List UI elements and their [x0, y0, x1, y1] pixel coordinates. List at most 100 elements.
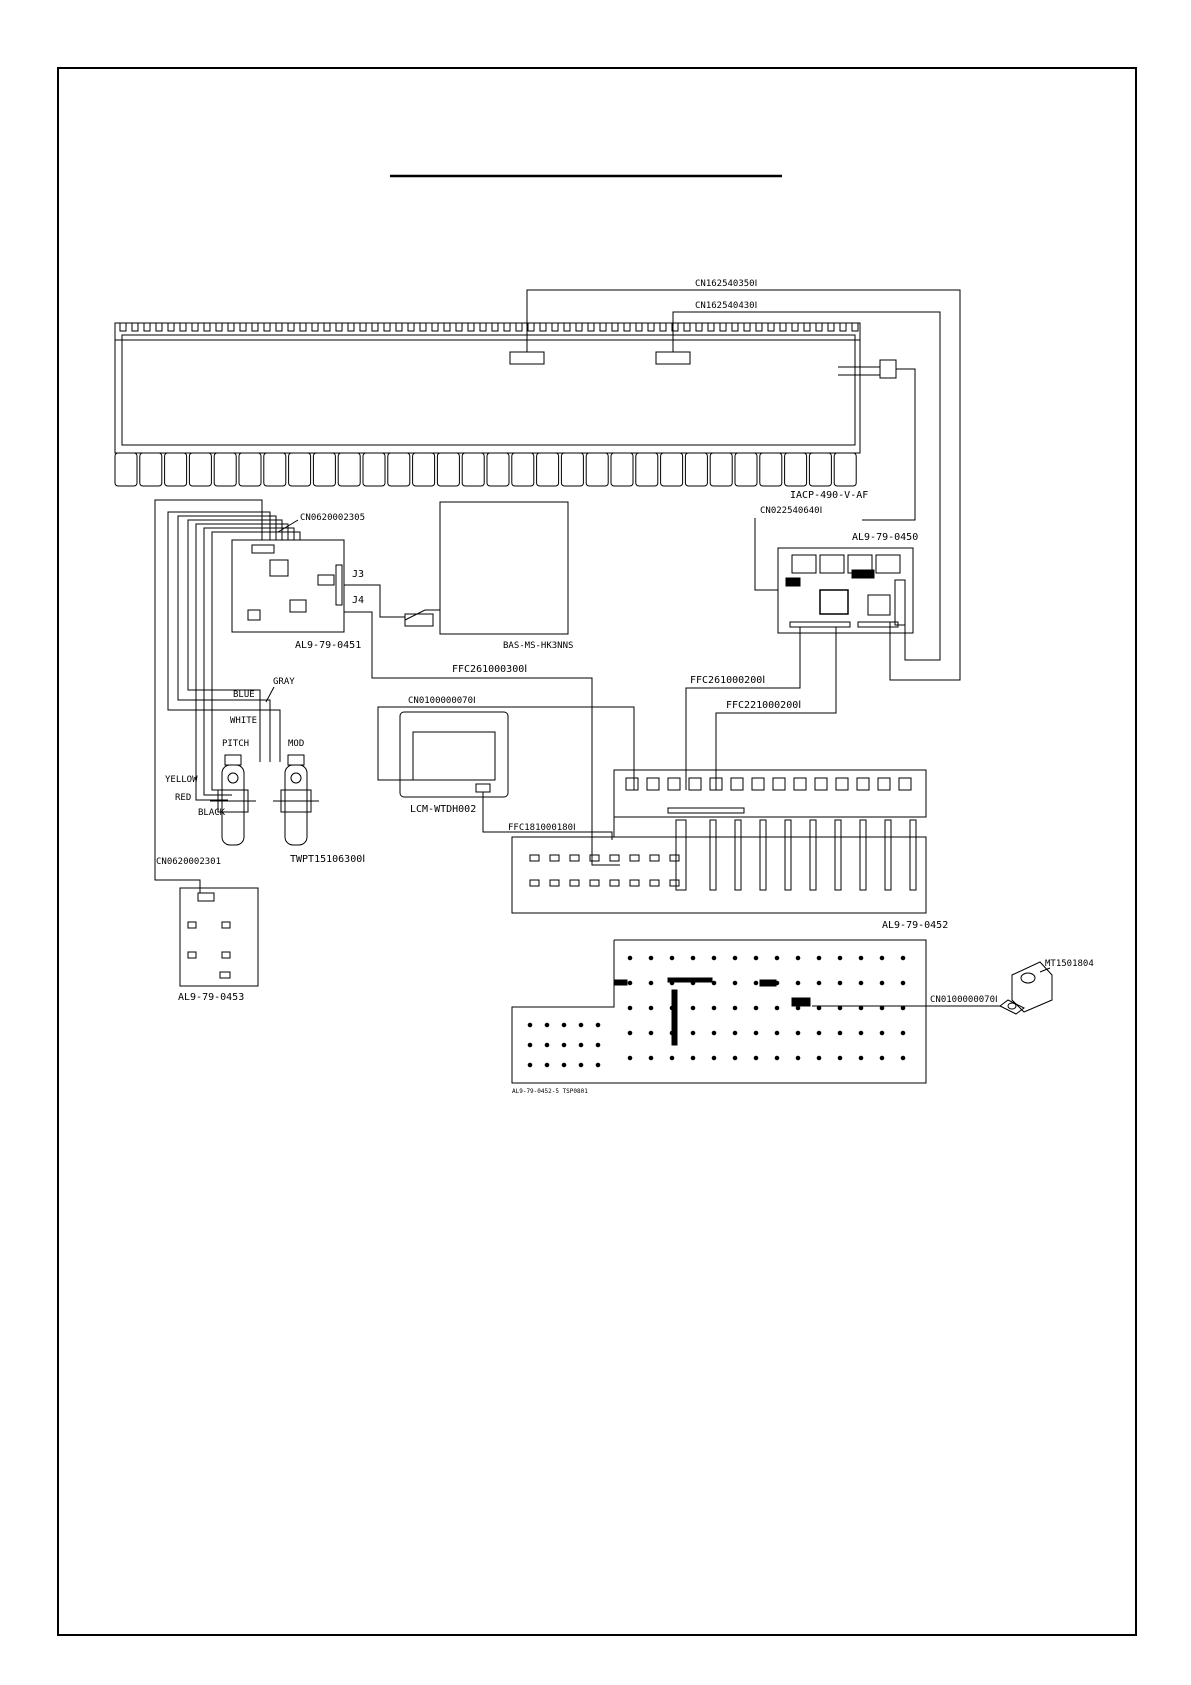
pcb-component [690, 1030, 696, 1036]
panel-button [877, 777, 891, 791]
panel-button [589, 879, 600, 887]
pcb-component [837, 1005, 843, 1011]
pcb-component [544, 1042, 550, 1048]
pcb-component [627, 1030, 633, 1036]
keybed-tooth [167, 322, 175, 332]
pcb-component [627, 1055, 633, 1061]
pcb-component [669, 1005, 675, 1011]
keybed-tooth [263, 322, 271, 332]
keybed-key [337, 452, 361, 487]
pcb-component [595, 1042, 601, 1048]
pcb-component [578, 1062, 584, 1068]
ffc181000180-label: FFC181000180Ⅰ [508, 823, 576, 833]
bas-label: BAS-MS-HK3NNS [503, 641, 573, 651]
pcb-component [795, 1055, 801, 1061]
pcb-component [795, 980, 801, 986]
panel-button [772, 777, 786, 791]
pcb-component [774, 1055, 780, 1061]
pcb-component [858, 1005, 864, 1011]
keybed-key [660, 452, 684, 487]
keybed-tooth [119, 322, 127, 332]
pcb-component [711, 1055, 717, 1061]
keybed-tooth [371, 322, 379, 332]
pcb-component [561, 1062, 567, 1068]
pcb-component [858, 955, 864, 961]
keybed-tooth [491, 322, 499, 332]
pcb-component [648, 1030, 654, 1036]
keybed-key [188, 452, 212, 487]
keybed-tooth [743, 322, 751, 332]
panel-button [629, 854, 640, 862]
pcb-component [648, 955, 654, 961]
keybed-tooth [563, 322, 571, 332]
keybed-tooth [671, 322, 679, 332]
panel-button [569, 879, 580, 887]
keybed-tooth [779, 322, 787, 332]
cn0620002301-label: CN0620002301 [156, 857, 221, 867]
keybed-tooth [455, 322, 463, 332]
pcb-component [690, 1005, 696, 1011]
pcb-component [648, 1005, 654, 1011]
keybed-key [288, 452, 312, 487]
panel-button [549, 879, 560, 887]
pcb-component [732, 1005, 738, 1011]
keybed-tooth [611, 322, 619, 332]
keybed-tooth [131, 322, 139, 332]
panel-slider [909, 819, 917, 891]
pcb-component [879, 1055, 885, 1061]
panel-button [856, 777, 870, 791]
keybed-key [387, 452, 411, 487]
pcb-component [527, 1062, 533, 1068]
keybed-tooth [287, 322, 295, 332]
keybed-tooth [599, 322, 607, 332]
pcb-component [711, 1005, 717, 1011]
keybed-tooth [395, 322, 403, 332]
black-label: BLACK [198, 808, 226, 818]
keybed-key [511, 452, 535, 487]
pcb-component [816, 1055, 822, 1061]
keybed-tooth [527, 322, 535, 332]
keybed-tooth [659, 322, 667, 332]
red-label: RED [175, 793, 191, 803]
mod-wheel [273, 754, 319, 846]
pcb-component [669, 955, 675, 961]
pcb-component [774, 955, 780, 961]
panel-button [793, 777, 807, 791]
pcb-component [753, 1055, 759, 1061]
pcb-component [816, 955, 822, 961]
keybed-tooth [179, 322, 187, 332]
pcb-component [595, 1022, 601, 1028]
keybed-tooth [443, 322, 451, 332]
pcb-component [774, 1005, 780, 1011]
panel-slider [809, 819, 817, 891]
pcb-component [774, 980, 780, 986]
ffc261000200-label: FFC261000200Ⅰ [690, 675, 765, 686]
keybed-key [213, 452, 237, 487]
wheel-label: TWPT15106300Ⅰ [290, 854, 365, 865]
panel-slider [759, 819, 767, 891]
pcb-component [795, 1005, 801, 1011]
ffc-cables [685, 627, 837, 790]
bas-panel [344, 501, 569, 635]
pcb-component [732, 955, 738, 961]
panel-button [529, 854, 540, 862]
keybed-tooth [467, 322, 475, 332]
pitch-wheel [210, 754, 256, 846]
keybed-tooth [767, 322, 775, 332]
panel-button [649, 879, 660, 887]
keybed-key [610, 452, 634, 487]
panel-button [529, 879, 540, 887]
pcb-component [900, 1030, 906, 1036]
keybed-tooth [851, 322, 859, 332]
pcb-component [527, 1022, 533, 1028]
keybed-tooth [815, 322, 823, 332]
pcb-component [753, 980, 759, 986]
pcb-component [648, 980, 654, 986]
pcb-component [879, 1030, 885, 1036]
pcb-component [732, 1055, 738, 1061]
wheel-wires [154, 499, 620, 893]
pcb-component [561, 1042, 567, 1048]
keybed-tooth [515, 322, 523, 332]
pcb-component [858, 1030, 864, 1036]
panel-button [730, 777, 744, 791]
